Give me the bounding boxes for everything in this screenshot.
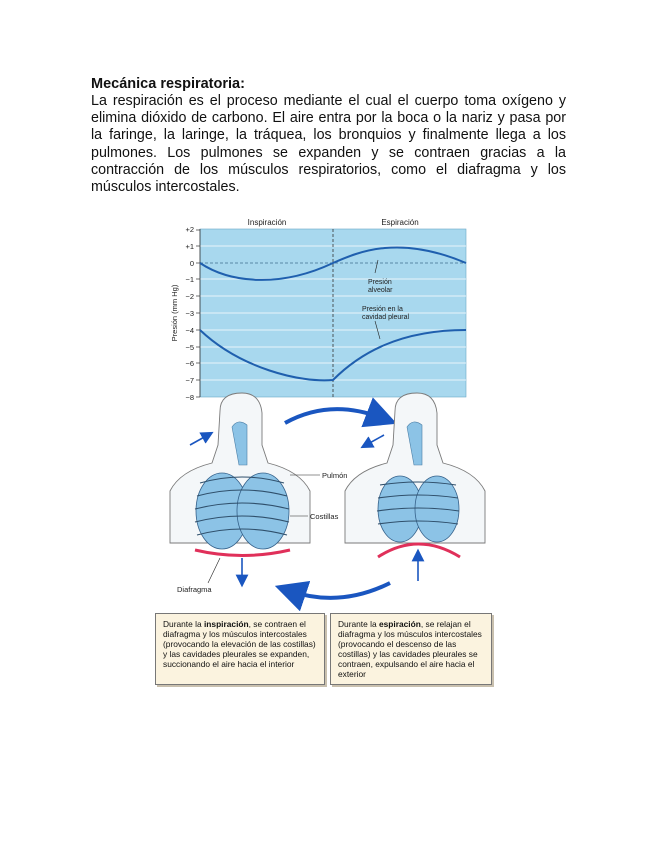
ribs-label: Costillas bbox=[310, 512, 339, 521]
caption-expiration: Durante la espiración, se relajan el dia… bbox=[330, 613, 492, 685]
y-tick-labels: +2 +1 0 −1 −2 −3 −4 −5 −6 −7 −8 bbox=[185, 225, 194, 402]
y-tick: +2 bbox=[185, 225, 194, 234]
alveolar-pressure-curve bbox=[199, 246, 467, 281]
y-tick: −4 bbox=[185, 326, 194, 335]
torso-expiration bbox=[344, 392, 486, 581]
ribs-right bbox=[376, 481, 460, 525]
y-tick: −7 bbox=[185, 376, 194, 385]
y-tick: −2 bbox=[185, 292, 194, 301]
caption-inspiration: Durante la inspiración, se contraen el d… bbox=[155, 613, 325, 685]
caption-inspiration-prefix: Durante la bbox=[163, 619, 204, 629]
section-heading: Mecánica respiratoria: bbox=[91, 76, 245, 92]
pleural-curve-label: Presión en la cavidad pleural bbox=[362, 306, 410, 321]
cycle-arrow-bottom bbox=[274, 580, 391, 612]
caption-expiration-text: , se relajan el diafragma y los músculos… bbox=[338, 619, 482, 679]
caption-inspiration-bold: inspiración bbox=[203, 619, 249, 629]
ribs-left bbox=[194, 476, 290, 536]
lung-label: Pulmón bbox=[322, 471, 347, 480]
y-tick: −5 bbox=[185, 343, 194, 352]
body-paragraph: La respiración es el proceso mediante el… bbox=[91, 93, 566, 196]
diaphragm-label: Diafragma bbox=[177, 585, 212, 594]
phase-expiration-label: Espiración bbox=[381, 218, 418, 227]
y-tick: −6 bbox=[185, 359, 194, 368]
caption-expiration-bold: espiración bbox=[378, 619, 421, 629]
y-tick: 0 bbox=[190, 259, 194, 268]
caption-inspiration-text: , se contraen el diafragma y los músculo… bbox=[163, 619, 316, 669]
y-tick: −1 bbox=[185, 275, 194, 284]
airway-left bbox=[231, 421, 248, 466]
pleural-pressure-curve bbox=[199, 329, 467, 382]
pressure-graph: +2 +1 0 −1 −2 −3 −4 −5 −6 −7 −8 Presión … bbox=[170, 218, 467, 402]
y-tick: −8 bbox=[185, 393, 194, 402]
phase-inspiration-label: Inspiración bbox=[248, 218, 287, 227]
respiration-figure: +2 +1 0 −1 −2 −3 −4 −5 −6 −7 −8 Presión … bbox=[169, 218, 486, 612]
y-tick: +1 bbox=[185, 242, 194, 251]
y-tick: −3 bbox=[185, 309, 194, 318]
airway-right bbox=[406, 421, 423, 466]
torso-inspiration bbox=[169, 392, 311, 588]
lung-left-b bbox=[236, 472, 290, 550]
y-axis-label: Presión (mm Hg) bbox=[170, 284, 179, 341]
cycle-arrow-top bbox=[284, 397, 397, 428]
diaphragm-right bbox=[377, 542, 461, 559]
text-block: Mecánica respiratoria: La respiración es… bbox=[91, 76, 566, 196]
alveolar-curve-label: Presión alveolar bbox=[368, 279, 394, 294]
caption-expiration-prefix: Durante la bbox=[338, 619, 379, 629]
diaphragm-left bbox=[194, 548, 291, 557]
